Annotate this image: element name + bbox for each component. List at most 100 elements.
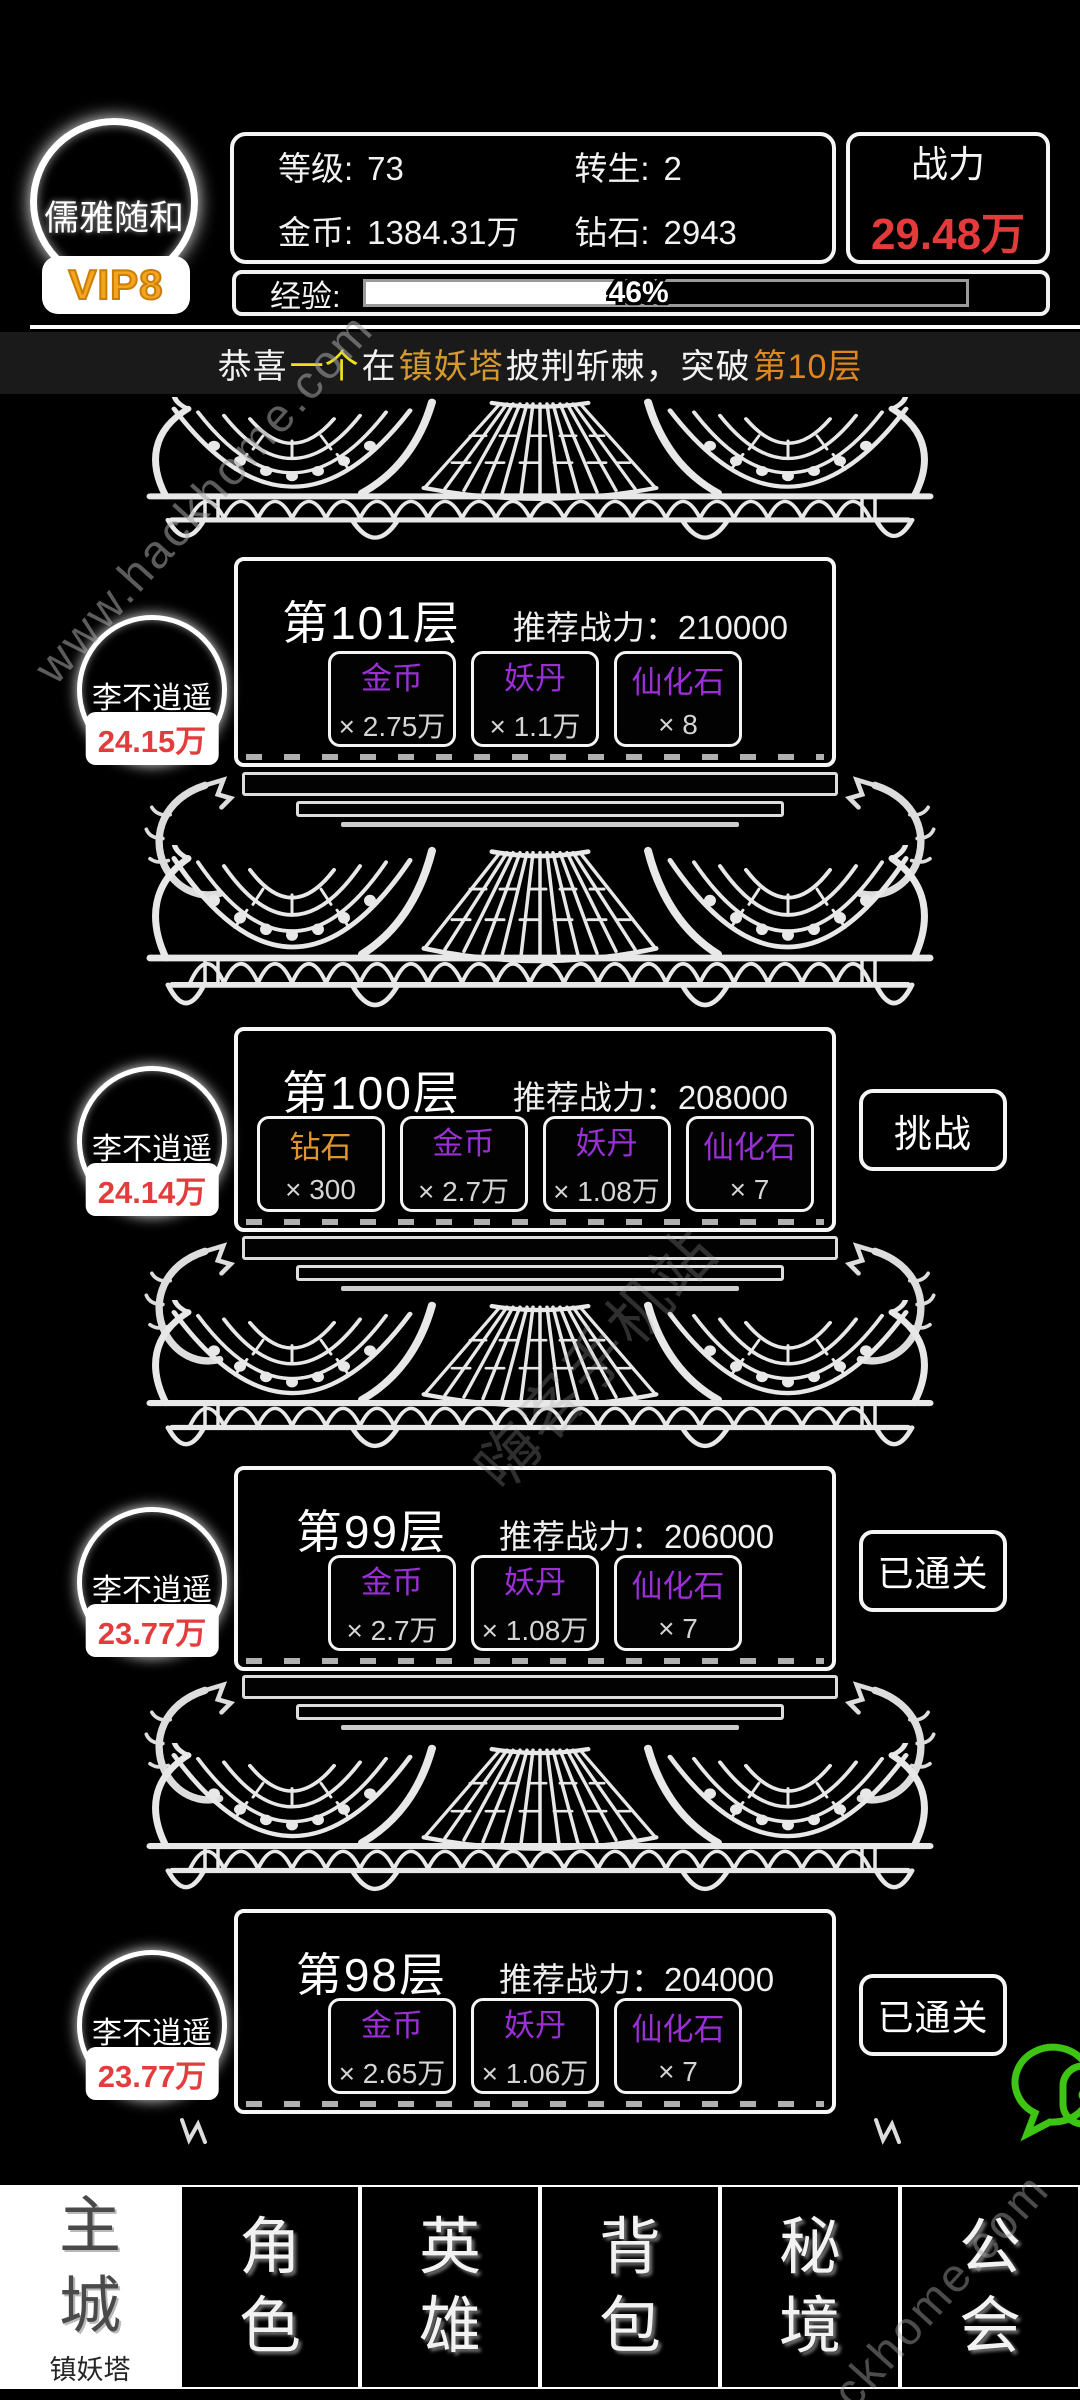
nav-tab-label: 公会 (958, 2212, 1021, 2361)
reward-name: 妖丹 (504, 661, 566, 696)
challenger-name: 李不逍遥 (92, 2017, 212, 2050)
stat-level: 等级: 73 (278, 142, 574, 190)
nav-tab-main-city[interactable]: 主城 镇妖塔 (2, 2187, 178, 2387)
nav-tab-label: 英雄 (418, 2212, 481, 2361)
reward-name: 妖丹 (575, 1126, 638, 1161)
reward-count: × 7 (729, 1174, 770, 1205)
pagoda-roof-decoration (0, 397, 1080, 557)
challenger-power-badge: 24.14万 (85, 1163, 219, 1216)
reward-list: 钻石 × 300 金币 × 2.7万 妖丹 × 1.08万 仙化石 × 7 (238, 1116, 832, 1212)
reward-item: 金币 × 2.7万 (399, 1116, 528, 1212)
pagoda-roof-decoration (0, 1743, 1080, 1909)
floor-challenger-99[interactable]: 李不逍遥 23.77万 (77, 1507, 227, 1657)
combat-power-panel: 战力 29.48万 (846, 132, 1050, 264)
nav-tab-label: 背包 (598, 2212, 661, 2361)
stat-rebirth-label: 转生: (574, 150, 650, 187)
floor-title: 第98层 (295, 1949, 448, 2001)
reward-list: 金币 × 2.65万 妖丹 × 1.06万 仙化石 × 7 (238, 1998, 832, 2094)
pagoda-leg-decoration (178, 2116, 218, 2150)
reward-item: 金币 × 2.65万 (328, 1998, 456, 2094)
combat-power-value: 29.48万 (870, 210, 1026, 259)
player-stats-panel: 等级: 73 转生: 2 金币: 1384.31万 钻石: 2943 (230, 132, 836, 264)
reward-item: 钻石 × 300 (256, 1116, 385, 1212)
reward-item: 妖丹 × 1.08万 (471, 1555, 599, 1651)
stat-gold-value: 1384.31万 (367, 214, 520, 251)
cleared-button[interactable]: 已通关 (859, 1530, 1007, 1612)
reward-count: × 1.1万 (489, 711, 581, 742)
stat-level-value: 73 (367, 150, 404, 187)
reward-name: 仙化石 (631, 1569, 725, 1604)
reward-count: × 1.08万 (481, 1615, 589, 1646)
nav-tab-secret-realm[interactable]: 秘境 (722, 2187, 898, 2387)
vip-badge[interactable]: VIP8 (42, 256, 190, 314)
reward-count: × 2.65万 (338, 2058, 446, 2089)
challenger-power-badge: 23.77万 (85, 2047, 219, 2100)
pagoda-platform-decoration (0, 1675, 1080, 1730)
nav-tab-bag[interactable]: 背包 (542, 2187, 718, 2387)
floor-card-98: 第98层 推荐战力：204000 金币 × 2.65万 妖丹 × 1.06万 仙… (234, 1909, 836, 2114)
reward-name: 金币 (361, 661, 423, 696)
nav-tab-sublabel: 镇妖塔 (49, 2354, 131, 2385)
pagoda-platform-decoration (0, 1236, 1080, 1291)
exp-panel: 经验: 46% (232, 270, 1050, 316)
stat-rebirth: 转生: 2 (574, 142, 832, 190)
reward-name: 妖丹 (504, 1565, 566, 1600)
announcement-banner: 恭喜 一个 在 镇妖塔 披荆斩棘，突破 第10层 (0, 332, 1080, 394)
floor-card-101: 第101层 推荐战力：210000 金币 × 2.75万 妖丹 × 1.1万 仙… (234, 557, 836, 767)
pagoda-roof-decoration (0, 845, 1080, 1027)
stat-gold-label: 金币: (278, 214, 354, 251)
recommended-power: 推荐战力：210000 (512, 609, 788, 646)
challenger-name: 李不逍遥 (92, 1133, 212, 1166)
pagoda-roof-decoration (0, 1300, 1080, 1466)
pagoda-platform-decoration (0, 772, 1080, 827)
reward-item: 仙化石 × 7 (685, 1116, 814, 1212)
announcement-segment: 第10层 (752, 347, 863, 386)
recommended-power: 推荐战力：206000 (499, 1518, 775, 1555)
reward-name: 仙化石 (703, 1130, 796, 1165)
nav-tab-hero[interactable]: 英雄 (362, 2187, 538, 2387)
vip-level-label: VIP8 (67, 260, 164, 309)
reward-count: × 8 (658, 709, 698, 740)
floor-challenger-101[interactable]: 李不逍遥 24.15万 (77, 615, 227, 765)
challenge-button[interactable]: 挑战 (859, 1089, 1007, 1171)
announcement-segment: 在 (361, 347, 397, 386)
bottom-navigation: 主城 镇妖塔 角色 英雄 背包 秘境 公会 (0, 2185, 1080, 2400)
stat-rebirth-value: 2 (663, 150, 682, 187)
announcement-segment: 恭喜 (217, 347, 288, 386)
reward-count: × 300 (285, 1174, 356, 1205)
reward-name: 金币 (361, 1565, 423, 1600)
floor-challenger-100[interactable]: 李不逍遥 24.14万 (77, 1066, 227, 1216)
reward-name: 仙化石 (631, 665, 725, 700)
exp-label: 经验: (270, 278, 341, 314)
floor-challenger-98[interactable]: 李不逍遥 23.77万 (77, 1950, 227, 2100)
reward-item: 金币 × 2.75万 (328, 651, 456, 747)
reward-count: × 1.08万 (553, 1176, 660, 1207)
nav-tab-character[interactable]: 角色 (182, 2187, 358, 2387)
reward-name: 金币 (361, 2008, 423, 2043)
floor-title: 第101层 (282, 597, 461, 649)
nav-tab-label: 秘境 (778, 2212, 841, 2361)
reward-count: × 2.7万 (417, 1176, 510, 1207)
reward-item: 仙化石 × 7 (614, 1555, 742, 1651)
floor-title: 第100层 (282, 1067, 461, 1119)
header-divider (30, 325, 1080, 329)
pagoda-leg-decoration (872, 2116, 912, 2150)
reward-name: 钻石 (289, 1130, 352, 1165)
cleared-button[interactable]: 已通关 (859, 1974, 1007, 2056)
nav-tab-guild[interactable]: 公会 (902, 2187, 1078, 2387)
reward-name: 金币 (432, 1126, 495, 1161)
reward-item: 妖丹 × 1.08万 (542, 1116, 671, 1212)
exp-percent-label: 46% (608, 276, 669, 309)
nav-tab-label: 主城 (58, 2192, 121, 2341)
chat-icon[interactable] (995, 2028, 1080, 2158)
announcement-segment: 镇妖塔 (398, 347, 504, 386)
floor-card-100: 第100层 推荐战力：208000 钻石 × 300 金币 × 2.7万 妖丹 … (234, 1027, 836, 1232)
player-name: 儒雅随和 (43, 198, 184, 238)
nav-tab-label: 角色 (238, 2212, 301, 2361)
reward-name: 妖丹 (504, 2008, 566, 2043)
challenger-power-badge: 23.77万 (85, 1604, 219, 1657)
exp-progress-bar: 46% (362, 276, 969, 309)
challenger-name: 李不逍遥 (92, 1574, 212, 1607)
reward-count: × 2.75万 (338, 711, 446, 742)
